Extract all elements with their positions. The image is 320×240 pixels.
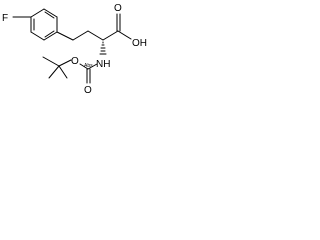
hashed-wedge-bond	[99, 41, 107, 55]
benzene-ring	[30, 8, 58, 41]
chemical-structure-diagram: F O OH NH O O Abs	[2, 3, 147, 96]
stereo-abs-label: Abs	[84, 63, 93, 69]
amide-nh-label: NH	[96, 59, 110, 70]
alpha-carboxyl-bond	[102, 30, 119, 41]
ring-ch2-bond	[56, 31, 74, 41]
fluorine-label: F	[2, 13, 8, 24]
ester-oxygen-label: O	[71, 56, 79, 67]
ch2-alpha-bond	[87, 30, 104, 41]
acid-oxygen-label: O	[114, 3, 122, 14]
hydroxyl-label: OH	[132, 38, 147, 49]
tbu-methyl-2	[48, 65, 60, 79]
c-oh-bond	[117, 30, 132, 40]
nh-carbamate-bond	[87, 63, 98, 70]
ch2-ch2-bond	[72, 30, 89, 41]
carbonyl-oxygen-label: O	[84, 85, 92, 96]
tbu-methyl-3	[58, 65, 68, 79]
tbu-methyl-1	[42, 56, 60, 67]
o-tbu-bond	[58, 59, 72, 67]
carbamate-o-bond	[79, 63, 89, 70]
